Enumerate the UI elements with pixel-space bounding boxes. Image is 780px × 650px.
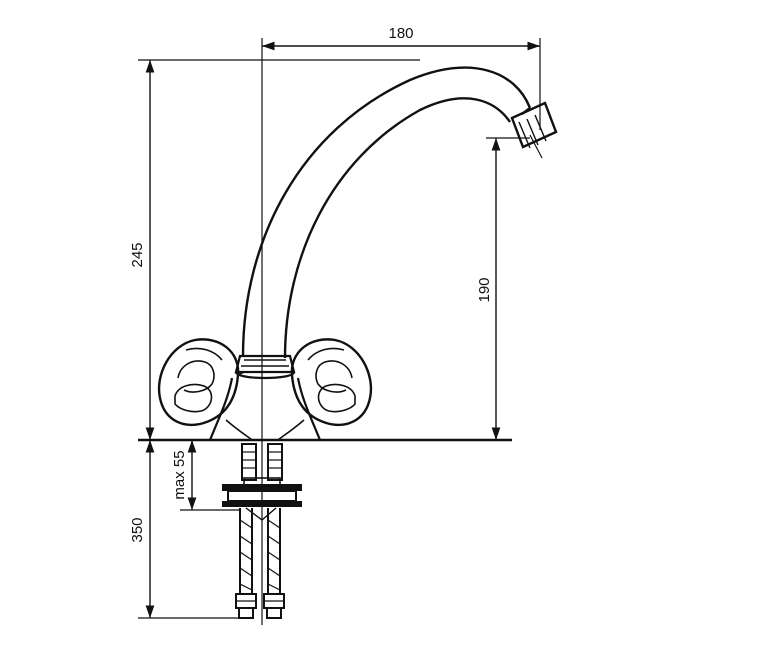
- dimension-total-height: 245: [129, 59, 420, 440]
- lock-washer: [222, 477, 302, 507]
- dimension-label-max-deck-thickness: max 55: [171, 450, 188, 499]
- dimension-label-total-height: 245: [129, 242, 146, 267]
- dimension-max-deck-thickness: max 55: [171, 440, 240, 511]
- dimension-label-hose-length: 350: [129, 517, 146, 542]
- dimension-spout-clearance: 190: [476, 137, 530, 440]
- dimension-label-spout-clearance: 190: [476, 277, 493, 302]
- mounting-stud: [241, 443, 283, 481]
- faucet-body: [208, 354, 322, 441]
- right-handle: [290, 338, 373, 427]
- hose-nuts: [235, 593, 285, 619]
- spout: [241, 66, 532, 359]
- dimension-spout-reach: 180: [262, 25, 541, 130]
- left-handle: [157, 338, 245, 427]
- dimension-hose-length: 350: [129, 440, 240, 619]
- dimension-label-spout-reach: 180: [388, 25, 413, 42]
- hoses: [239, 507, 281, 594]
- aerator: [510, 101, 558, 159]
